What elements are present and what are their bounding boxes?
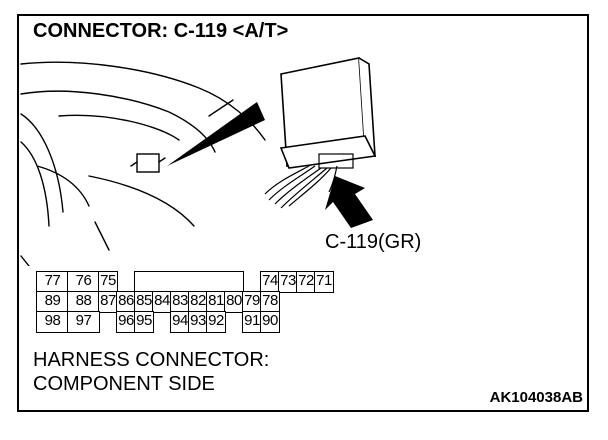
vent-line (208, 99, 234, 117)
steering-arc-inner (20, 141, 50, 227)
caption-line-1: HARNESS CONNECTOR: (33, 349, 270, 371)
control-unit-base (279, 135, 377, 169)
wire-bundle (264, 165, 310, 195)
pin-cell: 81 (206, 291, 226, 313)
caption-line-2: COMPONENT SIDE (33, 373, 215, 395)
pin-cell: 93 (188, 311, 208, 333)
pin-cell: 82 (188, 291, 208, 313)
pin-cell: 71 (314, 271, 334, 293)
connector-title: CONNECTOR: C-119 <A/T> (33, 20, 289, 42)
pin-cell: 79 (242, 291, 262, 313)
pin-cell: 85 (134, 291, 154, 313)
lower-trim (88, 175, 195, 227)
pin-cell: 92 (206, 311, 226, 333)
pointer-wedge (167, 102, 265, 166)
pin-cell: 95 (134, 311, 154, 333)
pin-cell: 84 (152, 291, 172, 313)
pin-cell: 88 (67, 291, 100, 313)
connector-lock-tab (134, 271, 244, 293)
pin-cell: 91 (242, 311, 262, 333)
pin-cell: 77 (36, 271, 69, 293)
steering-arc (20, 113, 64, 213)
pin-cell: 97 (67, 311, 100, 333)
harness-plug (318, 153, 354, 169)
pin-cell: 78 (260, 291, 280, 313)
pin-cell: 72 (296, 271, 316, 293)
pin-cell: 74 (260, 271, 280, 293)
diagram-frame: CONNECTOR: C-119 <A/T> (17, 14, 589, 412)
pin-layout-grid: 77 76 75 74 73 72 71 89 88 87 86 85 84 8… (36, 271, 334, 333)
floor-line (20, 255, 30, 266)
pin-cell: 90 (260, 311, 280, 333)
pin-cell: 86 (116, 291, 136, 313)
pin-cell: 96 (116, 311, 136, 333)
lower-trim-2 (36, 165, 90, 207)
pointer-arrow (325, 176, 373, 228)
pin-cell: 73 (278, 271, 298, 293)
pin-cell: 89 (36, 291, 69, 313)
pin-cell: 83 (170, 291, 190, 313)
pin-cell: 76 (67, 271, 100, 293)
vehicle-illustration (20, 57, 377, 266)
pin-cell: 94 (170, 311, 190, 333)
dashboard-panel (58, 114, 180, 141)
dash-connector (136, 153, 160, 173)
pin-cell: 98 (36, 311, 69, 333)
pin-cell: 87 (98, 291, 118, 313)
figure-code: AK104038AB (489, 389, 583, 406)
pin-cell: 80 (224, 291, 244, 313)
dashboard-lower (20, 90, 216, 153)
pin-cell: 75 (98, 271, 118, 293)
connector-callout-label: C-119(GR) (325, 231, 422, 253)
harness-caption: HARNESS CONNECTOR: COMPONENT SIDE (33, 348, 269, 396)
column-line (94, 221, 110, 251)
